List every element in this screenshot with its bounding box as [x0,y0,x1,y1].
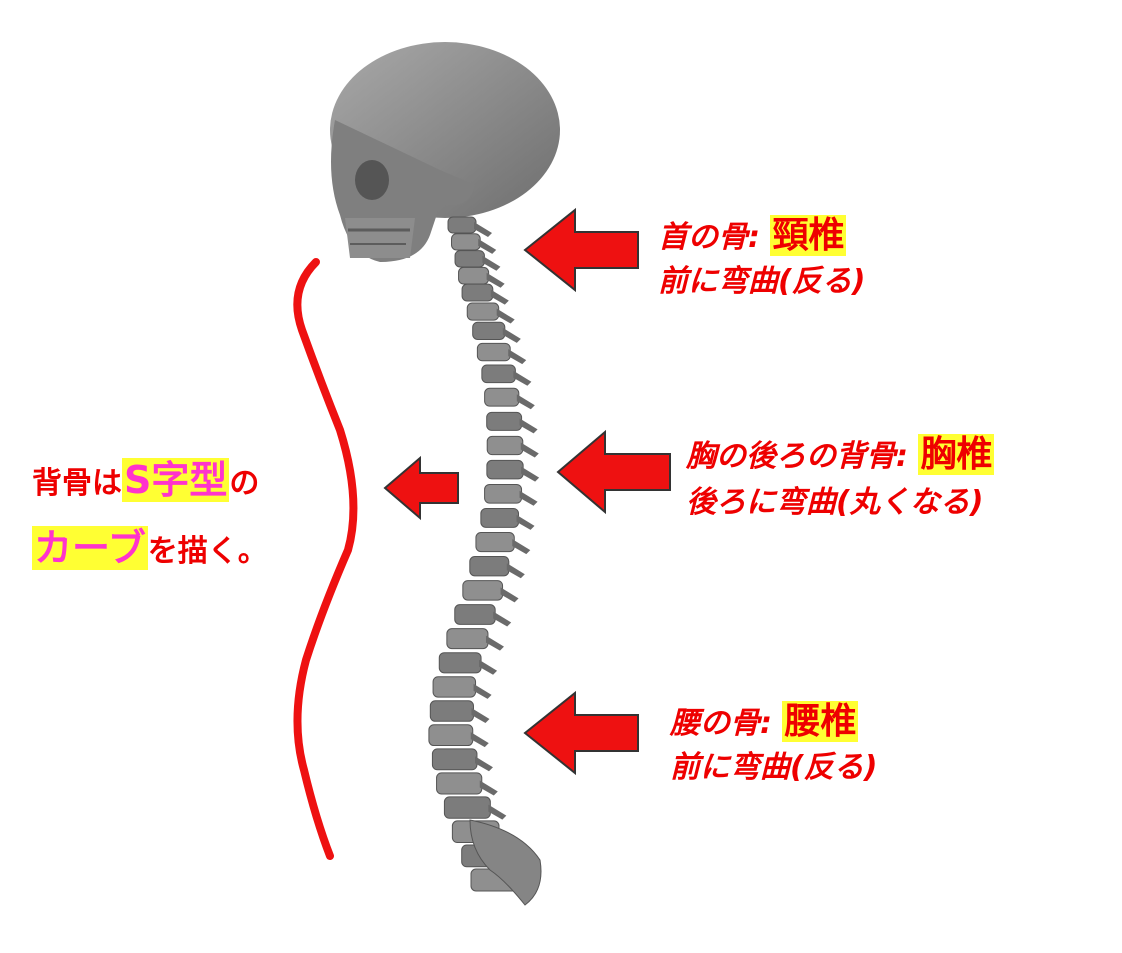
cervical-term: 頸椎 [770,215,847,256]
vertebra [486,435,524,456]
vertebra [486,411,523,431]
thoracic-label-line1: 胸の後ろの背骨: 胸椎 [686,432,995,480]
vertebra-spinous-process [478,238,497,254]
vertebra-spinous-process [500,587,519,603]
vertebra-spinous-process [502,327,521,343]
vertebra [438,652,482,674]
lumbar-prefix: 腰の骨: [670,706,772,741]
vertebra [436,772,483,795]
vertebra [454,250,485,268]
lumbar-label: 腰の骨: 腰椎 前に弯曲(反る) [670,700,877,790]
vertebra-spinous-process [519,418,538,434]
sacrum [469,819,542,906]
arrow-cervical [523,207,639,293]
vertebra-spinous-process [496,308,515,324]
thoracic-curve-text: 後ろに弯曲(丸くなる) [686,485,984,520]
vertebra [443,796,491,819]
vertebra-spinous-process [516,514,535,530]
vertebra-spinous-process [471,708,490,724]
vertebra-spinous-process [508,349,527,365]
vertebra [466,302,500,321]
vertebra-spinous-process [519,490,538,506]
thoracic-prefix: 胸の後ろの背骨: [686,439,908,474]
lumbar-label-line1: 腰の骨: 腰椎 [670,700,877,746]
vertebra-spinous-process [470,732,489,748]
vertebra-spinous-process [506,563,525,579]
vertebra [458,266,490,285]
vertebra-spinous-process [474,756,493,772]
note-part2: の [229,466,260,501]
vertebra-spinous-process [521,466,540,482]
s-curve-note: 背骨はS字型の カーブを描く。 [32,448,268,584]
vertebra-spinous-process [493,611,512,627]
vertebra [447,216,477,234]
vertebra [481,364,516,384]
vertebra [476,342,511,362]
vertebra [461,283,494,302]
arrow-lumbar [523,690,639,776]
vertebra-spinous-process [520,442,539,458]
vertebra-spinous-process [473,683,492,699]
vertebra-spinous-process [516,394,535,410]
vertebra [429,700,474,722]
vertebra-spinous-process [512,539,531,555]
arrow-thoracic [556,429,671,515]
s-curve-note-line1: 背骨はS字型の [32,448,268,516]
vertebra-spinous-process [513,370,532,386]
vertebra-spinous-process [486,272,505,288]
vertebra-spinous-process [474,222,492,237]
arrow-left-note [383,455,459,521]
note-part3: を描く。 [147,534,268,569]
s-curve-note-line2: カーブを描く。 [32,516,268,584]
s-curve-bracket [293,258,358,860]
vertebra [432,676,477,698]
vertebra [446,628,489,650]
vertebra-spinous-process [488,804,507,820]
note-highlight-s-shape: S字型 [122,458,230,502]
vertebra [454,604,496,625]
thoracic-term: 胸椎 [918,434,995,475]
lumbar-curve-text: 前に弯曲(反る) [670,750,878,785]
cervical-prefix: 首の骨: [658,220,760,255]
note-highlight-curve: カーブ [32,526,148,570]
lumbar-term: 腰椎 [782,701,859,742]
vertebra-spinous-process [485,635,504,651]
skull-illustration [330,42,560,262]
vertebra-spinous-process [490,289,509,305]
spine-illustration [428,216,542,906]
vertebra [472,321,506,340]
vertebra [462,580,504,601]
note-part1: 背骨は [32,466,122,501]
cervical-curve-text: 前に弯曲(反る) [658,264,866,299]
vertebra [480,507,520,528]
vertebra [475,532,515,553]
vertebra [469,556,510,577]
vertebra [428,724,474,747]
vertebra [451,233,481,251]
vertebra [431,748,478,771]
cervical-label-line1: 首の骨: 頸椎 [658,214,865,260]
vertebra [484,483,523,504]
vertebra-spinous-process [482,255,501,271]
cervical-label: 首の骨: 頸椎 前に弯曲(反る) [658,214,865,304]
vertebra-spinous-process [479,659,498,675]
thoracic-label: 胸の後ろの背骨: 胸椎 後ろに弯曲(丸くなる) [686,432,995,526]
vertebra [486,459,524,480]
vertebra-spinous-process [479,780,498,796]
vertebra [484,387,520,407]
